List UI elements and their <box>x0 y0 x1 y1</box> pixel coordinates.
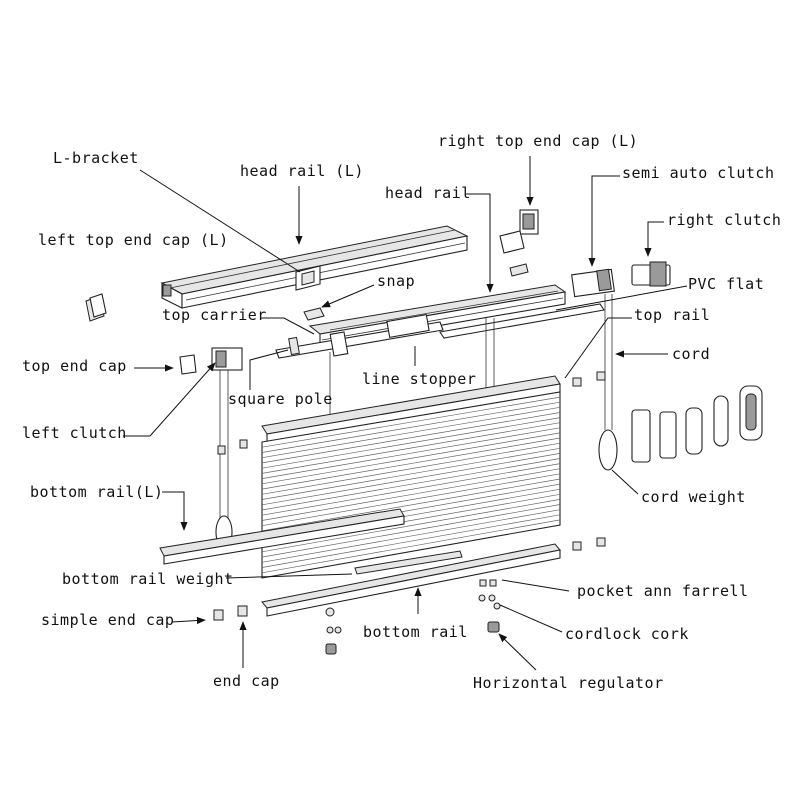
left-top-end-cap-l-part <box>85 293 107 322</box>
bottom-rail-l-part <box>159 508 405 565</box>
pleat-line <box>261 422 561 474</box>
right-clutch-part <box>631 261 671 287</box>
pvc-flat-part <box>439 303 605 339</box>
label-bottom-rail: bottom rail <box>363 623 468 641</box>
pleat-line <box>261 442 561 495</box>
pleat-line <box>261 432 561 485</box>
label-simple-end-cap: simple end cap <box>41 611 174 629</box>
label-left-clutch: left clutch <box>22 424 127 442</box>
label-cord-weight: cord weight <box>641 488 746 506</box>
l-bracket-part <box>295 265 321 291</box>
label-left-top-end-cap-l: left top end cap (L) <box>38 231 229 249</box>
semi-auto-clutch-part <box>571 268 615 298</box>
pleat-line <box>261 514 561 568</box>
pleat-line <box>261 412 561 464</box>
label-head-rail-l: head rail (L) <box>240 162 364 180</box>
label-head-rail: head rail <box>385 184 471 202</box>
label-pocket-ann-farrell: pocket ann farrell <box>577 582 749 600</box>
snap-part <box>303 307 325 321</box>
label-top-carrier: top carrier <box>162 306 267 324</box>
cords <box>219 294 613 520</box>
label-semi-auto-clutch: semi auto clutch <box>622 164 775 182</box>
pleat-line <box>261 478 561 532</box>
label-top-end-cap: top end cap <box>22 357 127 375</box>
label-right-clutch: right clutch <box>667 211 781 229</box>
top-carrier-part <box>275 314 444 359</box>
label-pvc-flat: PVC flat <box>688 275 764 293</box>
l-bracket-right-part <box>499 230 529 277</box>
pleat-line <box>261 406 561 459</box>
label-bottom-rail-l: bottom rail(L) <box>30 483 163 501</box>
pleat-line <box>261 458 561 511</box>
pleat-line <box>261 401 561 453</box>
pleat-line <box>261 468 561 521</box>
label-cordlock-cork: cordlock cork <box>565 625 689 643</box>
small-parts <box>213 579 501 655</box>
pleat-line <box>261 396 561 448</box>
label-cord: cord <box>672 345 710 363</box>
leader-lines <box>123 156 688 671</box>
label-top-rail: top rail <box>634 306 710 324</box>
label-bottom-rail-weight: bottom rail weight <box>62 570 234 588</box>
pleat-line <box>261 463 561 516</box>
pleat-line <box>261 519 561 574</box>
pleat-line <box>261 437 561 490</box>
left-clutch-part <box>211 347 243 371</box>
head-rail-part <box>308 284 567 347</box>
label-right-top-end-cap-l: right top end cap (L) <box>438 132 638 150</box>
label-snap: snap <box>377 272 415 290</box>
pleat-line <box>261 417 561 469</box>
top-end-cap-part <box>179 354 197 375</box>
right-clips <box>217 371 606 551</box>
pleat-line <box>261 499 561 553</box>
pleat-line <box>261 504 561 558</box>
bottom-rail-part <box>261 543 561 617</box>
label-horizontal-regulator: Horizontal regulator <box>473 674 664 692</box>
bottom-rail-weight-part <box>354 550 463 575</box>
right-top-end-cap-l-part <box>519 209 539 235</box>
head-rail-l-part <box>160 225 469 309</box>
pleat-line <box>261 447 561 500</box>
pleat-line <box>261 509 561 563</box>
label-line-stopper: line stopper <box>362 370 476 388</box>
label-l-bracket: L-bracket <box>53 149 139 167</box>
cord-weight-part <box>631 385 763 463</box>
label-end-cap: end cap <box>213 672 280 690</box>
label-square-pole: square pole <box>228 390 333 408</box>
right-cord-loop <box>598 429 618 471</box>
pleat-line <box>261 453 561 506</box>
pleat-line <box>261 427 561 479</box>
pleat-line <box>261 473 561 527</box>
